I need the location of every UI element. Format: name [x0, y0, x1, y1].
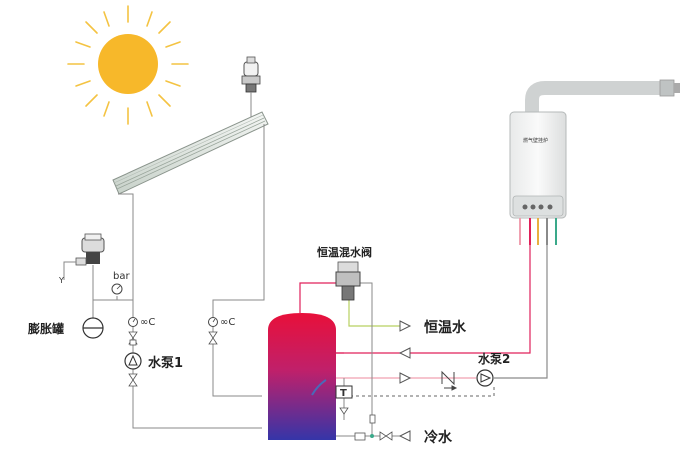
circulation-arrow — [399, 372, 412, 384]
return-arrow — [398, 347, 411, 359]
thermometer-icon — [208, 317, 218, 327]
junction-dot — [370, 434, 374, 438]
gauge-unit-label: bar — [113, 271, 130, 282]
boiler-panel-label: 燃气壁挂炉 — [523, 137, 548, 144]
gas-boiler — [509, 79, 680, 245]
constant-temp-water-label: 恒温水 — [424, 319, 467, 336]
check-valve-icon — [441, 370, 458, 391]
cold-water-pipes — [336, 282, 400, 437]
pump-icon — [476, 369, 494, 387]
valve-icon — [208, 331, 218, 345]
solar-collector — [112, 111, 269, 195]
pressure-gauge-icon — [111, 283, 123, 295]
pump2-label: 水泵2 — [478, 351, 510, 366]
expansion-tank-icon — [82, 317, 104, 339]
cold-water-label: 冷水 — [424, 429, 453, 446]
temperature-sensor: T — [335, 385, 353, 399]
thermostatic-mixing-valve — [335, 261, 361, 301]
temp-label-1: ∞C — [140, 317, 155, 328]
sensor-letter: T — [340, 388, 347, 399]
outlet-arrow — [399, 320, 412, 332]
temp-label-2: ∞C — [220, 317, 235, 328]
thermostatic-valve-label: 恒温混水阀 — [317, 245, 372, 259]
storage-tank — [268, 313, 336, 440]
mixed-water-pipe — [348, 300, 400, 327]
valve-icon — [128, 331, 138, 387]
cold-inlet-valves — [339, 407, 393, 441]
thermometer-icon — [128, 317, 138, 327]
pump1-label: 水泵1 — [148, 355, 183, 371]
sun-icon — [67, 5, 189, 125]
pump-icon — [124, 352, 142, 370]
drain-mark: Y — [58, 276, 64, 285]
air-vent-icon — [241, 56, 261, 117]
cold-inlet-arrow — [398, 430, 411, 442]
expansion-tank-label: 膨胀罐 — [27, 321, 64, 336]
safety-valve: Y — [58, 233, 105, 285]
